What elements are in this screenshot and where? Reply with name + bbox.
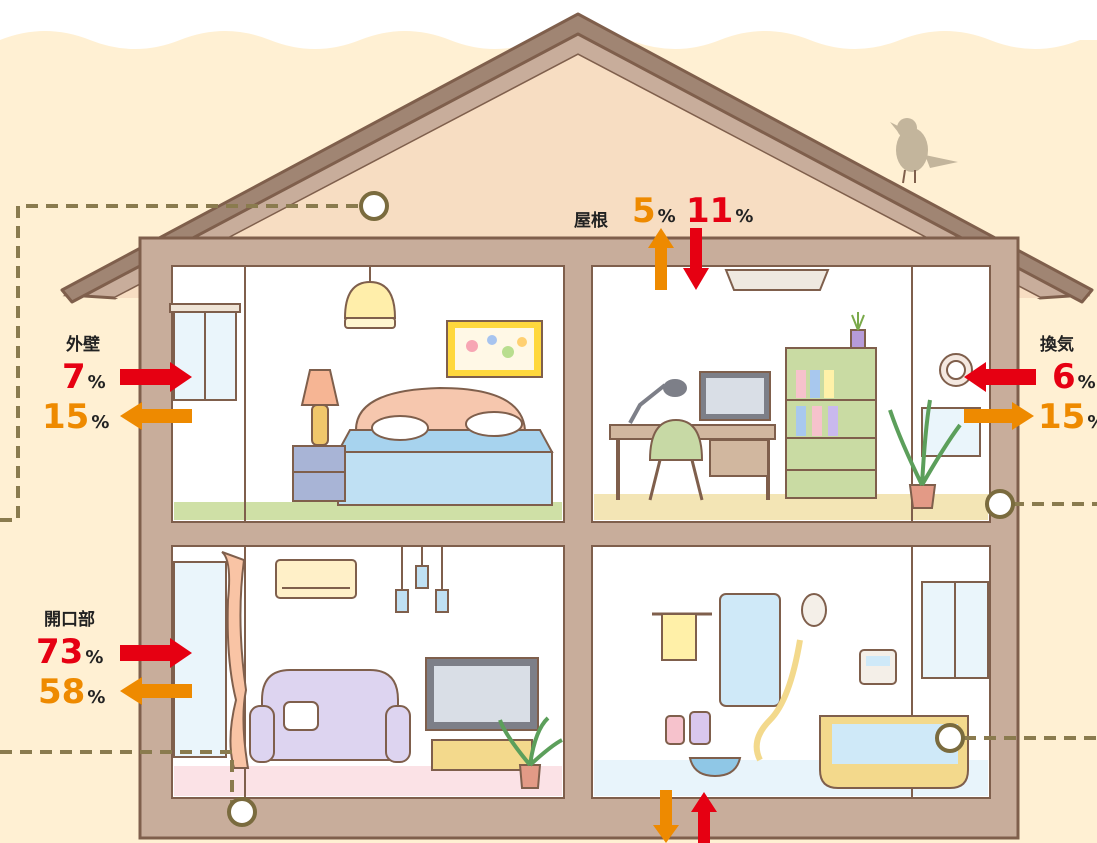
bedroom-window [170, 304, 240, 400]
exterior-wall-heat-out-value: 15% [42, 400, 109, 434]
living-window [174, 552, 248, 768]
roof-label: 屋根 [574, 206, 608, 231]
ventilation-fan-icon [940, 354, 972, 386]
bathroom-window [922, 582, 988, 678]
openings-heat-out-value: 58% [38, 675, 105, 709]
control-panel-icon [860, 650, 896, 684]
ventilation-orange-unit: % [1087, 412, 1097, 433]
painting-icon [447, 321, 542, 377]
openings-orange-number: 58 [38, 672, 85, 712]
ventilation-orange-number: 15 [1038, 397, 1085, 437]
openings-red-number: 73 [36, 632, 83, 672]
openings-orange-unit: % [87, 687, 105, 708]
ventilation-heat-in-value: 6% [1052, 360, 1096, 394]
flower-vase-icon [851, 312, 865, 348]
openings-red-unit: % [85, 647, 103, 668]
exterior-wall-orange-number: 15 [42, 397, 89, 437]
ceiling-light-icon [726, 270, 828, 290]
openings-label: 開口部 [44, 605, 95, 630]
ventilation-heat-out-value: 15% [1038, 400, 1097, 434]
ventilation-red-number: 6 [1052, 357, 1076, 397]
roof-orange-unit: % [658, 206, 676, 227]
openings-heat-in-value: 73% [36, 635, 103, 669]
ventilation-red-unit: % [1078, 372, 1096, 393]
roof-red-unit: % [735, 206, 753, 227]
roof-red-number: 11 [686, 191, 733, 231]
ventilation-label: 換気 [1040, 330, 1074, 355]
exterior-wall-label: 外壁 [66, 330, 100, 355]
exterior-wall-red-unit: % [88, 372, 106, 393]
exterior-wall-red-number: 7 [62, 357, 86, 397]
exterior-wall-heat-in-value: 7% [62, 360, 106, 394]
roof-heat-in-value: 11% [686, 194, 753, 228]
exterior-wall-orange-unit: % [91, 412, 109, 433]
roof-heat-out-value: 5% [632, 194, 676, 228]
sofa-icon [250, 670, 410, 762]
air-conditioner-icon [276, 560, 356, 598]
monitor-icon [700, 372, 770, 420]
bookshelf-icon [786, 348, 876, 498]
mirror-icon [720, 594, 780, 706]
nightstand-icon [293, 446, 345, 501]
roof-orange-number: 5 [632, 191, 656, 231]
